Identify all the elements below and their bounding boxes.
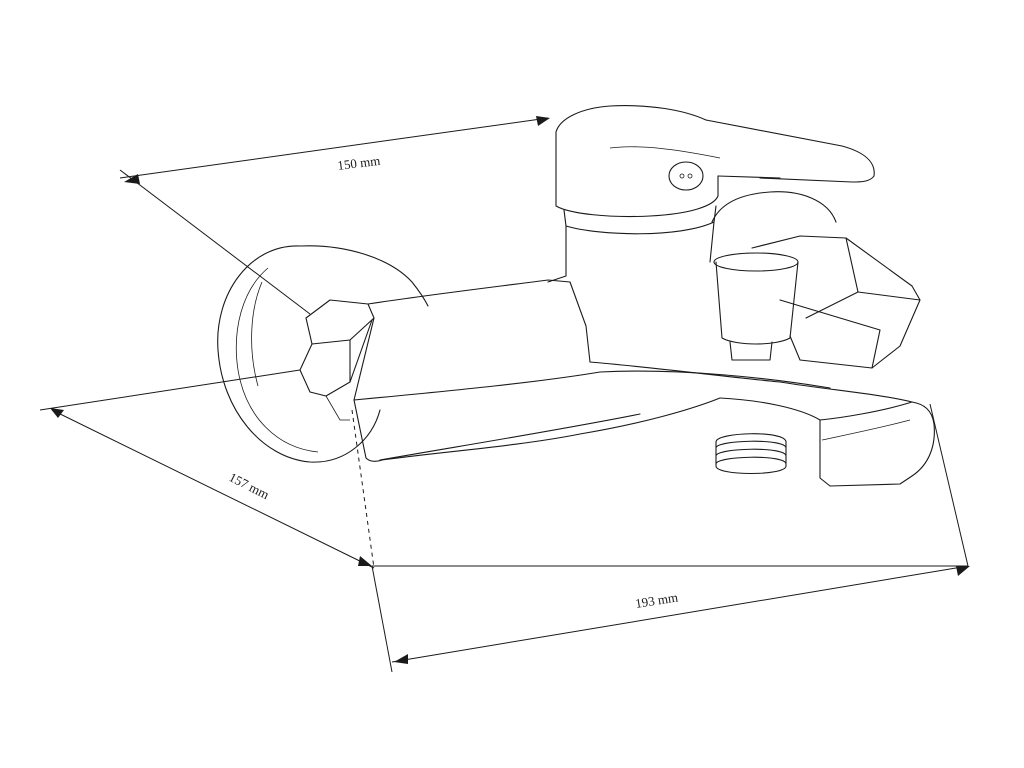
arrow-right bbox=[536, 116, 550, 126]
dimension-label-193: 193 mm bbox=[634, 589, 679, 611]
arrow-right bbox=[956, 566, 970, 576]
hex-nut bbox=[299, 299, 375, 421]
faucet-outline bbox=[217, 105, 935, 487]
outlet-cylinder bbox=[713, 252, 799, 361]
hose-thread bbox=[715, 433, 787, 475]
lever-handle bbox=[547, 105, 875, 283]
dimension-150mm: 150 mm bbox=[119, 116, 550, 315]
arrow-bottom bbox=[358, 556, 372, 566]
arrow-left bbox=[124, 174, 140, 184]
dimension-157mm: 157 mm bbox=[39, 369, 375, 569]
dimension-label-150: 150 mm bbox=[337, 153, 381, 173]
dimension-label-157: 157 mm bbox=[227, 469, 272, 502]
left-escutcheon bbox=[217, 245, 429, 463]
faucet-body bbox=[353, 279, 935, 487]
diverter-knob bbox=[711, 191, 921, 369]
dimension-193mm: 193 mm bbox=[371, 403, 970, 673]
arrow-left bbox=[394, 654, 408, 664]
arrow-top bbox=[50, 408, 64, 418]
